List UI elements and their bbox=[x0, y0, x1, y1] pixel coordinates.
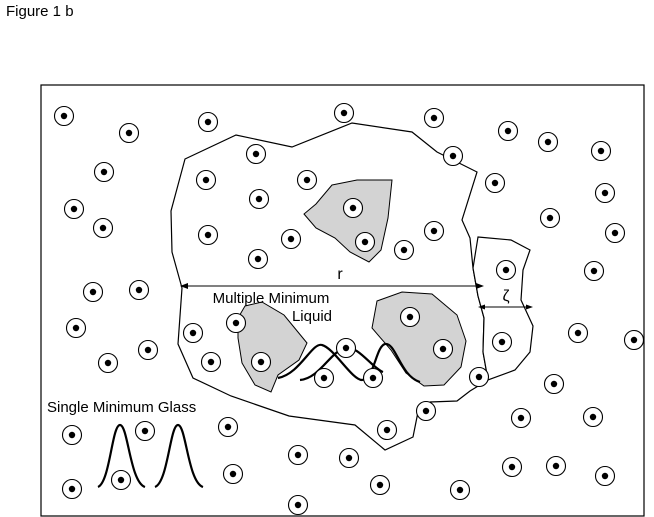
multiple-minimum-curve bbox=[277, 342, 421, 384]
particle bbox=[118, 122, 140, 144]
particle bbox=[583, 260, 605, 282]
particle bbox=[200, 351, 222, 373]
particle bbox=[415, 400, 437, 422]
particle bbox=[335, 337, 357, 359]
particle bbox=[333, 102, 355, 124]
particle bbox=[399, 306, 421, 328]
r-label: r bbox=[337, 266, 343, 283]
particle bbox=[543, 373, 565, 395]
particles bbox=[53, 102, 645, 516]
particle bbox=[604, 222, 626, 244]
particle bbox=[287, 444, 309, 466]
zeta-label: ζ bbox=[502, 288, 509, 305]
particle bbox=[248, 188, 270, 210]
particle bbox=[354, 231, 376, 253]
particle bbox=[545, 455, 567, 477]
particle bbox=[423, 107, 445, 129]
particle bbox=[491, 331, 513, 353]
particle bbox=[449, 479, 471, 501]
particle bbox=[222, 463, 244, 485]
single-minimum-glass-label: Single Minimum Glass bbox=[47, 399, 196, 416]
particle bbox=[287, 494, 309, 516]
particle bbox=[225, 312, 247, 334]
particle bbox=[393, 239, 415, 261]
minimum-patch-right bbox=[371, 291, 467, 387]
particle bbox=[484, 172, 506, 194]
particle bbox=[539, 207, 561, 229]
particle bbox=[92, 217, 114, 239]
particle bbox=[590, 140, 612, 162]
particle bbox=[247, 248, 269, 270]
particle bbox=[195, 169, 217, 191]
particle bbox=[280, 228, 302, 250]
particle bbox=[53, 105, 75, 127]
particle bbox=[245, 143, 267, 165]
particle bbox=[495, 259, 517, 281]
particle bbox=[376, 419, 398, 441]
particle bbox=[468, 366, 490, 388]
particle bbox=[510, 407, 532, 429]
particle bbox=[313, 367, 335, 389]
particle bbox=[97, 352, 119, 374]
particle bbox=[497, 120, 519, 142]
particle bbox=[594, 182, 616, 204]
particle bbox=[369, 474, 391, 496]
figure-label: Figure 1 b bbox=[6, 3, 74, 20]
r-arrow bbox=[180, 283, 484, 289]
zeta-arrow bbox=[478, 304, 533, 310]
boundary-region bbox=[472, 236, 534, 381]
particle bbox=[134, 420, 156, 442]
particle bbox=[217, 416, 239, 438]
particle bbox=[423, 220, 445, 242]
particle bbox=[82, 281, 104, 303]
particle bbox=[623, 329, 645, 351]
particle bbox=[442, 145, 464, 167]
multiple-minimum-label: Multiple Minimum bbox=[213, 290, 330, 307]
particle bbox=[537, 131, 559, 153]
particle bbox=[296, 169, 318, 191]
particle bbox=[93, 161, 115, 183]
liquid-label: Liquid bbox=[292, 308, 332, 325]
single-minimum-peak-1 bbox=[97, 423, 146, 489]
particle bbox=[567, 322, 589, 344]
particle bbox=[250, 351, 272, 373]
particle bbox=[110, 469, 132, 491]
particle bbox=[65, 317, 87, 339]
particle bbox=[362, 367, 384, 389]
particle bbox=[61, 478, 83, 500]
particle bbox=[137, 339, 159, 361]
particle bbox=[197, 111, 219, 133]
particle bbox=[594, 465, 616, 487]
particle bbox=[432, 338, 454, 360]
particle bbox=[182, 322, 204, 344]
particle bbox=[342, 197, 364, 219]
particle bbox=[61, 424, 83, 446]
particle bbox=[197, 224, 219, 246]
single-minimum-peak-2 bbox=[154, 423, 204, 489]
frame-border bbox=[40, 84, 645, 517]
particle bbox=[338, 447, 360, 469]
particle bbox=[582, 406, 604, 428]
particle bbox=[501, 456, 523, 478]
particle bbox=[128, 279, 150, 301]
particle bbox=[63, 198, 85, 220]
